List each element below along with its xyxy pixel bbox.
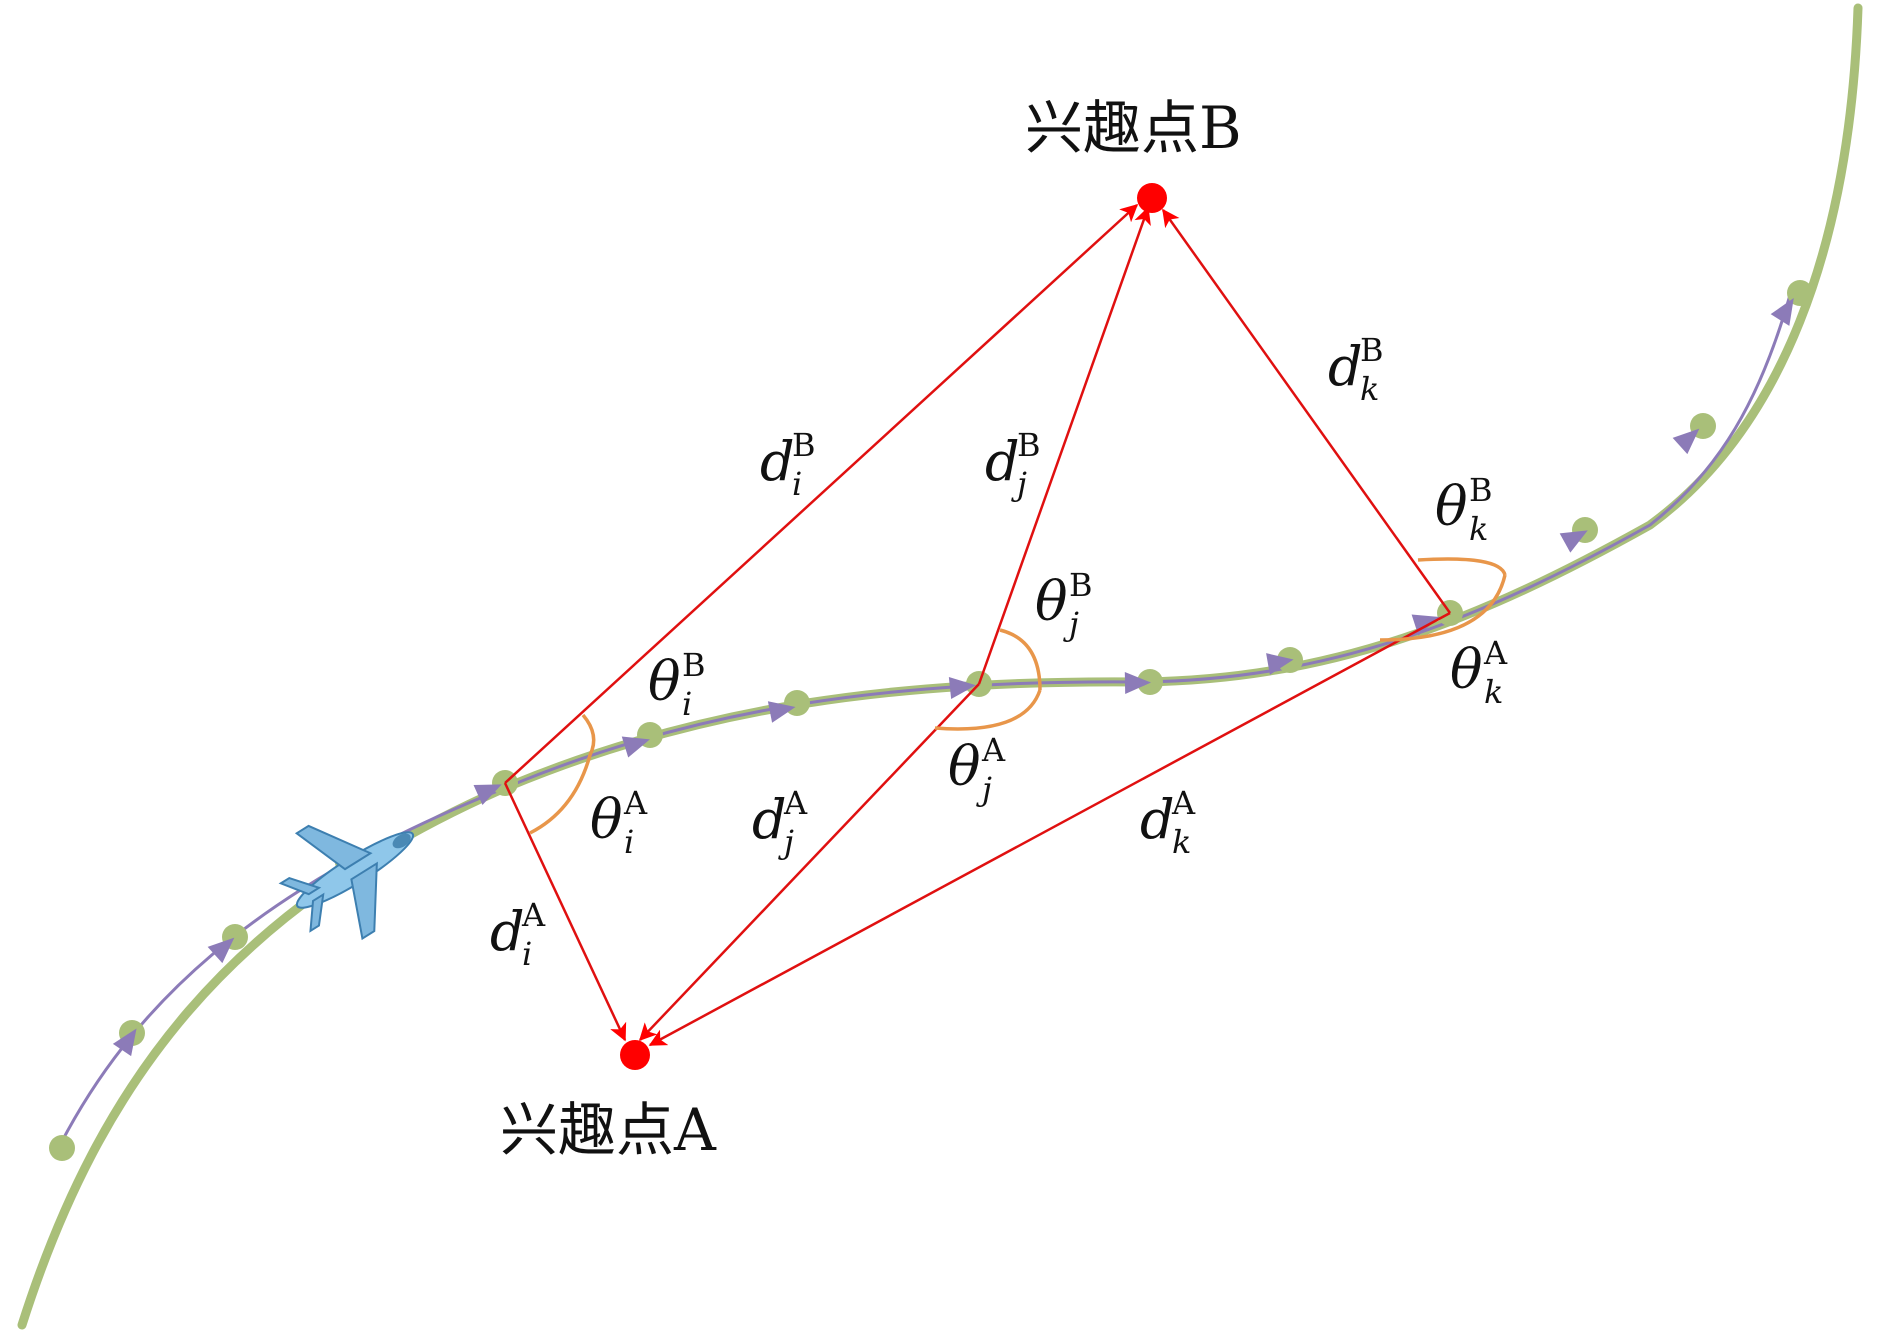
angle-arc-i-B xyxy=(581,713,596,756)
flight-direction-line xyxy=(58,294,1792,1146)
svg-text:θ: θ xyxy=(1035,570,1068,633)
svg-text:i: i xyxy=(682,685,692,723)
direction-arrow xyxy=(1770,297,1794,326)
svg-text:i: i xyxy=(792,465,802,503)
svg-text:d: d xyxy=(490,900,525,963)
svg-text:θ: θ xyxy=(1435,475,1468,538)
red-point-icon xyxy=(620,1040,650,1070)
ray-j-to-B xyxy=(977,206,1151,685)
angle-label-theta-j-B: θ B j xyxy=(1035,566,1093,643)
svg-text:d: d xyxy=(985,430,1020,493)
angle-label-theta-j-A: θ A j xyxy=(948,731,1006,808)
distance-label-d-j-A: d A j xyxy=(752,784,808,861)
ray-i-to-B xyxy=(504,204,1139,784)
svg-text:A: A xyxy=(783,784,808,822)
svg-text:k: k xyxy=(1484,673,1503,711)
svg-text:B: B xyxy=(1469,471,1493,509)
angle-arcs xyxy=(529,557,1507,835)
svg-text:d: d xyxy=(752,788,787,851)
svg-text:θ: θ xyxy=(648,650,681,713)
distance-label-d-i-B: d B i xyxy=(760,426,816,503)
svg-text:A: A xyxy=(521,896,546,934)
svg-text:i: i xyxy=(522,935,532,973)
svg-text:θ: θ xyxy=(1450,638,1483,701)
angle-arc-j-A xyxy=(934,689,1042,731)
svg-text:A: A xyxy=(1171,784,1196,822)
svg-text:i: i xyxy=(624,823,634,861)
ray-k-to-B xyxy=(1161,208,1452,614)
angle-label-theta-i-A: θ A i xyxy=(590,784,648,861)
poi-B-marker xyxy=(1137,183,1167,213)
ray-i-to-A xyxy=(503,782,627,1042)
angle-label-theta-k-A: θ A k xyxy=(1450,634,1508,711)
direction-arrow xyxy=(1672,428,1700,455)
trajectory-point xyxy=(1137,669,1163,695)
svg-text:θ: θ xyxy=(948,735,981,798)
angle-arc-k-A xyxy=(1379,574,1507,642)
svg-text:B: B xyxy=(1017,426,1041,464)
direction-arrow xyxy=(948,677,976,699)
angle-label-theta-k-B: θ B k xyxy=(1435,471,1493,548)
svg-text:B: B xyxy=(1360,331,1384,369)
svg-text:k: k xyxy=(1469,510,1488,548)
direction-arrow xyxy=(207,937,235,964)
svg-text:θ: θ xyxy=(590,788,623,851)
direction-arrow xyxy=(767,701,796,723)
ray-j-to-A xyxy=(638,683,980,1042)
svg-text:d: d xyxy=(1140,788,1175,851)
ray-k-to-A xyxy=(648,611,1451,1047)
svg-text:d: d xyxy=(760,430,795,493)
svg-text:k: k xyxy=(1360,370,1379,408)
angle-arc-j-B xyxy=(999,628,1042,691)
direction-arrow xyxy=(1559,530,1588,553)
poi-A-label: 兴趣点A xyxy=(500,1096,717,1164)
svg-text:B: B xyxy=(792,426,816,464)
distance-label-d-k-B: d B k xyxy=(1328,331,1384,408)
svg-text:B: B xyxy=(682,646,706,684)
direction-arrow xyxy=(1124,672,1151,694)
direction-arrow xyxy=(1266,653,1294,675)
svg-text:A: A xyxy=(623,784,648,822)
red-point-icon xyxy=(1137,183,1167,213)
svg-text:d: d xyxy=(1328,335,1363,398)
svg-text:B: B xyxy=(1069,566,1093,604)
airplane-icon xyxy=(278,824,415,941)
direction-arrow xyxy=(473,784,502,806)
direction-arrow xyxy=(621,736,650,758)
distance-label-d-i-A: d A i xyxy=(490,896,546,973)
distance-label-d-k-A: d A k xyxy=(1140,784,1196,861)
svg-text:k: k xyxy=(1172,823,1191,861)
distance-rays xyxy=(503,204,1452,1047)
direction-arrows xyxy=(112,297,1794,1057)
poi-A-marker xyxy=(620,1040,650,1070)
svg-text:A: A xyxy=(981,731,1006,769)
poi-B-label: 兴趣点B xyxy=(1025,94,1242,162)
svg-text:A: A xyxy=(1483,634,1508,672)
trajectory-point xyxy=(49,1135,75,1161)
flight-trajectory xyxy=(17,3,1863,1330)
angle-arc-i-A xyxy=(529,754,592,835)
angle-arc-k-B xyxy=(1417,557,1507,576)
distance-label-d-j-B: d B j xyxy=(985,426,1041,503)
angle-label-theta-i-B: θ B i xyxy=(648,646,706,723)
trajectory-points xyxy=(49,280,1813,1161)
direction-arrow xyxy=(112,1028,137,1057)
